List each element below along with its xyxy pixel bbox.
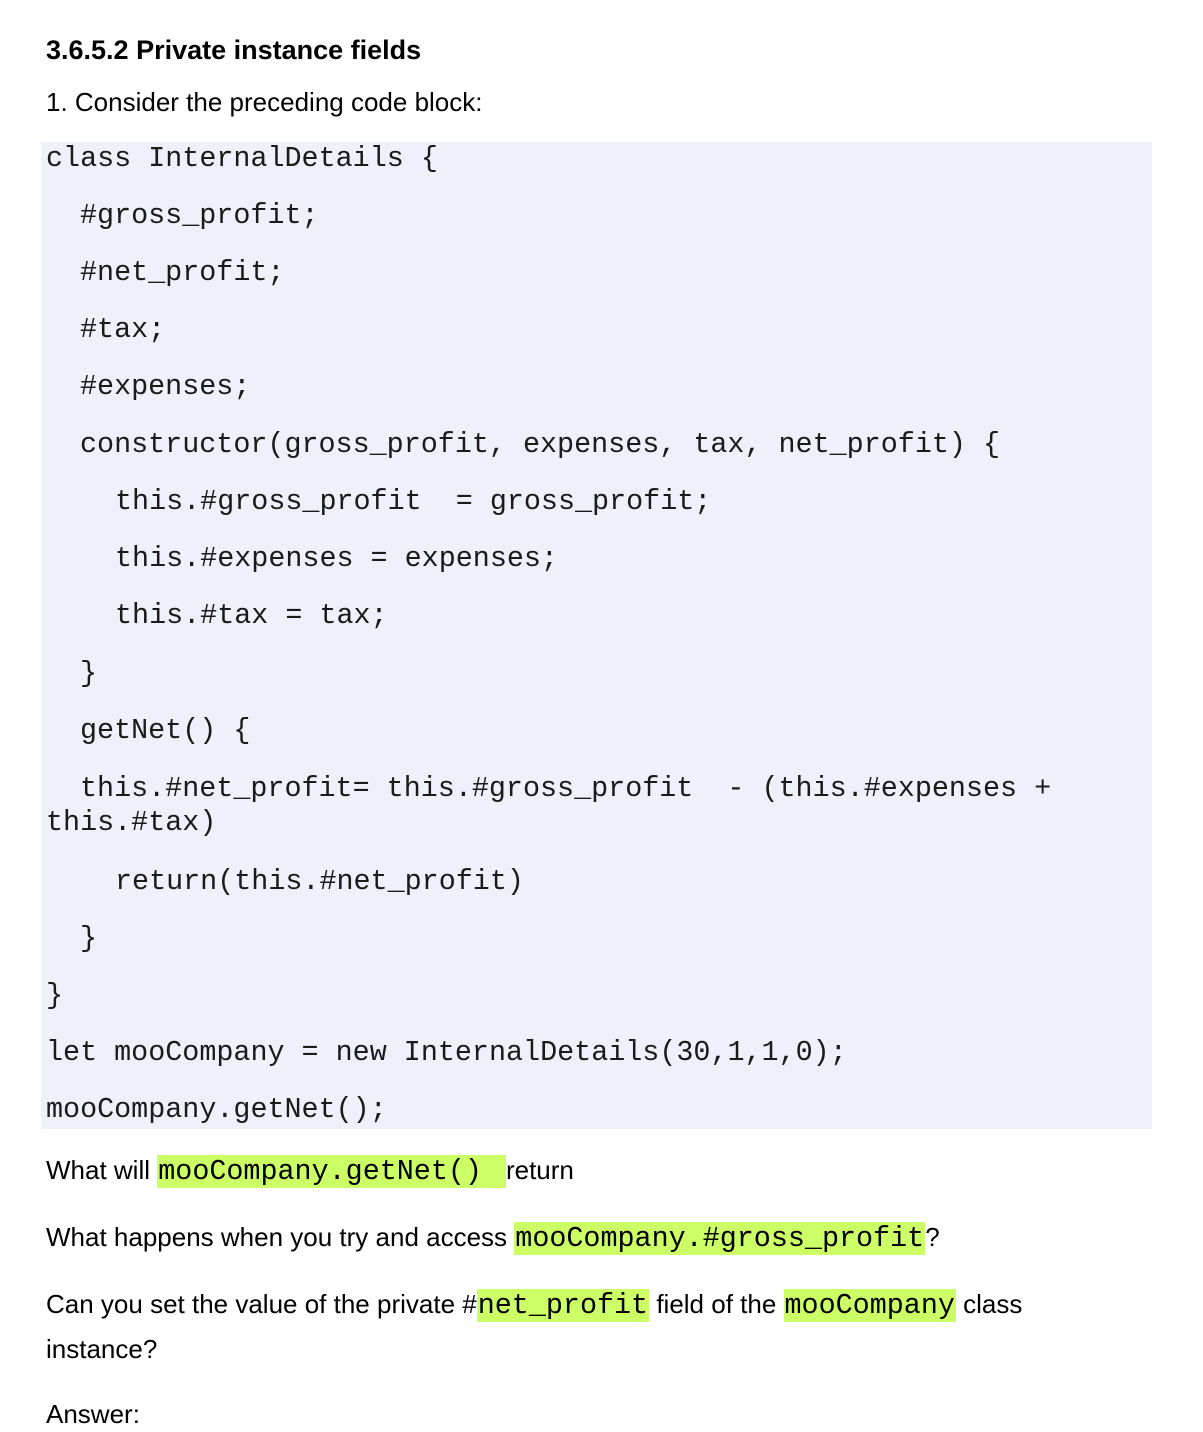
- code-line: }: [80, 657, 98, 690]
- code-line: this.#tax): [46, 806, 217, 839]
- highlighted-code: mooCompany.#gross_profit: [514, 1222, 926, 1255]
- code-line: class InternalDetails {: [46, 142, 438, 175]
- code-line: this.#tax = tax;: [115, 599, 388, 632]
- code-line: this.#net_profit= this.#gross_profit - (…: [80, 772, 1052, 805]
- highlighted-code: mooCompany.getNet(): [157, 1155, 506, 1188]
- question-set-net-profit-continued: instance?: [46, 1334, 158, 1364]
- code-line: mooCompany.getNet();: [46, 1093, 387, 1126]
- question-text: Can you set the value of the private #: [46, 1289, 477, 1319]
- question-getnet-return: What will mooCompany.getNet()return: [46, 1152, 574, 1190]
- code-line: #tax;: [80, 313, 166, 346]
- question-text: return: [505, 1155, 574, 1185]
- code-line: getNet() {: [80, 714, 251, 747]
- highlighted-code: mooCompany: [783, 1289, 956, 1322]
- code-line: #expenses;: [80, 370, 251, 403]
- question-text: What happens when you try and access: [46, 1222, 515, 1252]
- code-line: this.#gross_profit = gross_profit;: [115, 485, 712, 518]
- code-line: return(this.#net_profit): [115, 865, 524, 898]
- code-line: this.#expenses = expenses;: [115, 542, 558, 575]
- highlighted-code: net_profit: [476, 1289, 650, 1322]
- code-line: #net_profit;: [80, 256, 285, 289]
- question-text: What will: [46, 1155, 158, 1185]
- section-heading: 3.6.5.2 Private instance fields: [46, 35, 422, 65]
- code-line: let mooCompany = new InternalDetails(30,…: [46, 1036, 847, 1069]
- question-text: class: [955, 1289, 1023, 1319]
- answer-label: Answer:: [46, 1399, 140, 1429]
- code-block: class InternalDetails { #gross_profit; #…: [41, 142, 1152, 1129]
- question-set-net-profit: Can you set the value of the private #ne…: [46, 1286, 1022, 1324]
- question-text: ?: [925, 1222, 940, 1252]
- code-line: }: [80, 922, 98, 955]
- question-text: field of the: [649, 1289, 784, 1319]
- question-access-gross-profit: What happens when you try and access moo…: [46, 1219, 940, 1257]
- intro-text: 1. Consider the preceding code block:: [46, 87, 483, 117]
- code-line: }: [46, 979, 64, 1012]
- code-line: constructor(gross_profit, expenses, tax,…: [80, 428, 1001, 461]
- code-line: #gross_profit;: [80, 199, 319, 232]
